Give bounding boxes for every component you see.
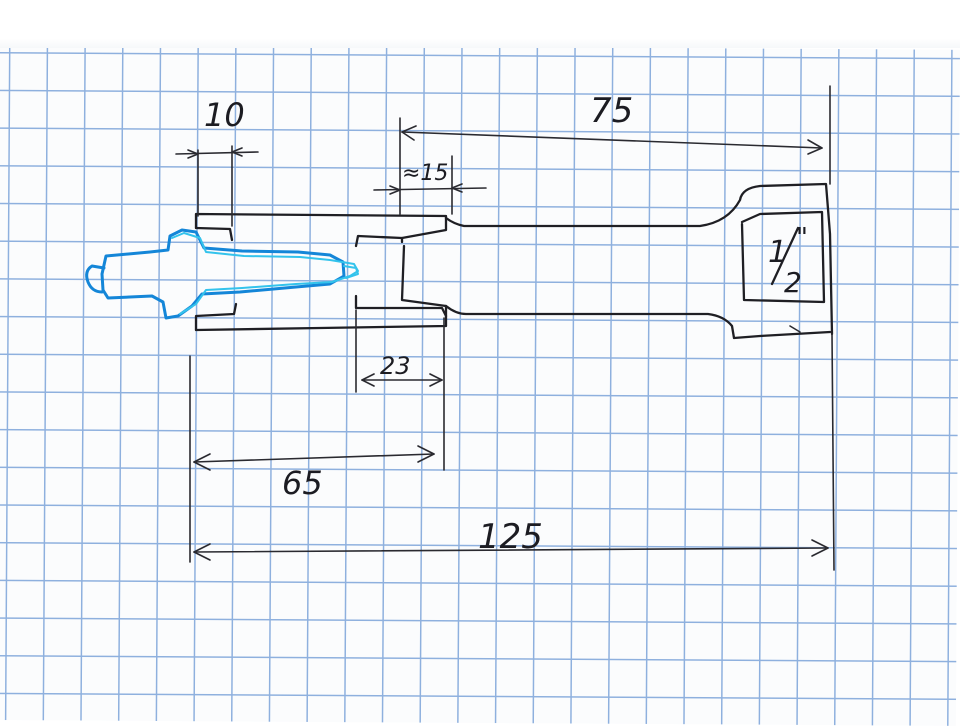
- drive-size-label: 1 2 ": [768, 223, 808, 299]
- drive-denominator: 2: [784, 266, 802, 299]
- socket-top-inner: [194, 226, 234, 242]
- spark-plug-outline: [100, 228, 346, 320]
- dimension-75-line: [401, 131, 823, 149]
- dimension-125-extension-right: [831, 333, 835, 571]
- dimension-65-arrow-left: [193, 453, 211, 471]
- dimension-23-label: 23: [380, 352, 411, 380]
- dimension-23-arrow-right: [429, 373, 443, 387]
- dimension-125-label: 125: [478, 517, 543, 557]
- spark-plug-tip: [343, 265, 359, 279]
- socket-shoulder-bottom: [444, 304, 832, 340]
- socket-bottom-outline: [194, 302, 238, 332]
- drive-unit: ": [796, 223, 808, 253]
- dimension-10: 10: [175, 96, 259, 227]
- dimension-10-label: 10: [204, 96, 245, 134]
- square-drive-mark: [789, 325, 801, 333]
- paper-edge: [0, 0, 960, 48]
- dimension-75-label: 75: [590, 91, 633, 131]
- drive-numerator: 1: [768, 235, 787, 270]
- socket-body: [194, 182, 834, 340]
- square-drive-outline: [740, 210, 826, 304]
- dimension-15: ≈15: [373, 155, 487, 215]
- dimension-75-arrow-left: [401, 125, 417, 141]
- dimension-23-arrow-left: [361, 373, 375, 387]
- dimension-75-arrow-right: [807, 139, 823, 155]
- dimension-23: 23: [355, 309, 445, 471]
- dimension-75: 75: [399, 85, 831, 215]
- spark-plug-terminal: [85, 264, 106, 294]
- dimension-65-line: [193, 453, 435, 463]
- dimension-125: 125: [193, 333, 835, 571]
- dimension-10-arrow-right: [231, 147, 243, 157]
- dimension-15-arrow-right: [451, 183, 463, 193]
- dimension-10-line: [175, 151, 259, 155]
- dimension-15-line: [373, 187, 487, 191]
- dimension-65-arrow-right: [417, 445, 435, 463]
- dimension-15-label: ≈15: [402, 161, 448, 186]
- spark-plug: [85, 228, 359, 320]
- dimension-10-arrow-left: [187, 149, 199, 159]
- dimension-15-arrow-left: [389, 185, 401, 195]
- spark-plug-highlight: [171, 232, 359, 315]
- dimension-125-line: [193, 547, 829, 553]
- dimension-125-arrow-left: [193, 543, 211, 561]
- dimension-65: 65: [189, 355, 435, 563]
- dimension-125-arrow-right: [811, 539, 829, 557]
- dimension-65-label: 65: [282, 464, 323, 502]
- socket-top-outline: [194, 212, 448, 248]
- socket-shoulder-top: [444, 182, 834, 336]
- socket-bore-bottom: [354, 294, 448, 318]
- drive-fraction-bar: [770, 226, 800, 286]
